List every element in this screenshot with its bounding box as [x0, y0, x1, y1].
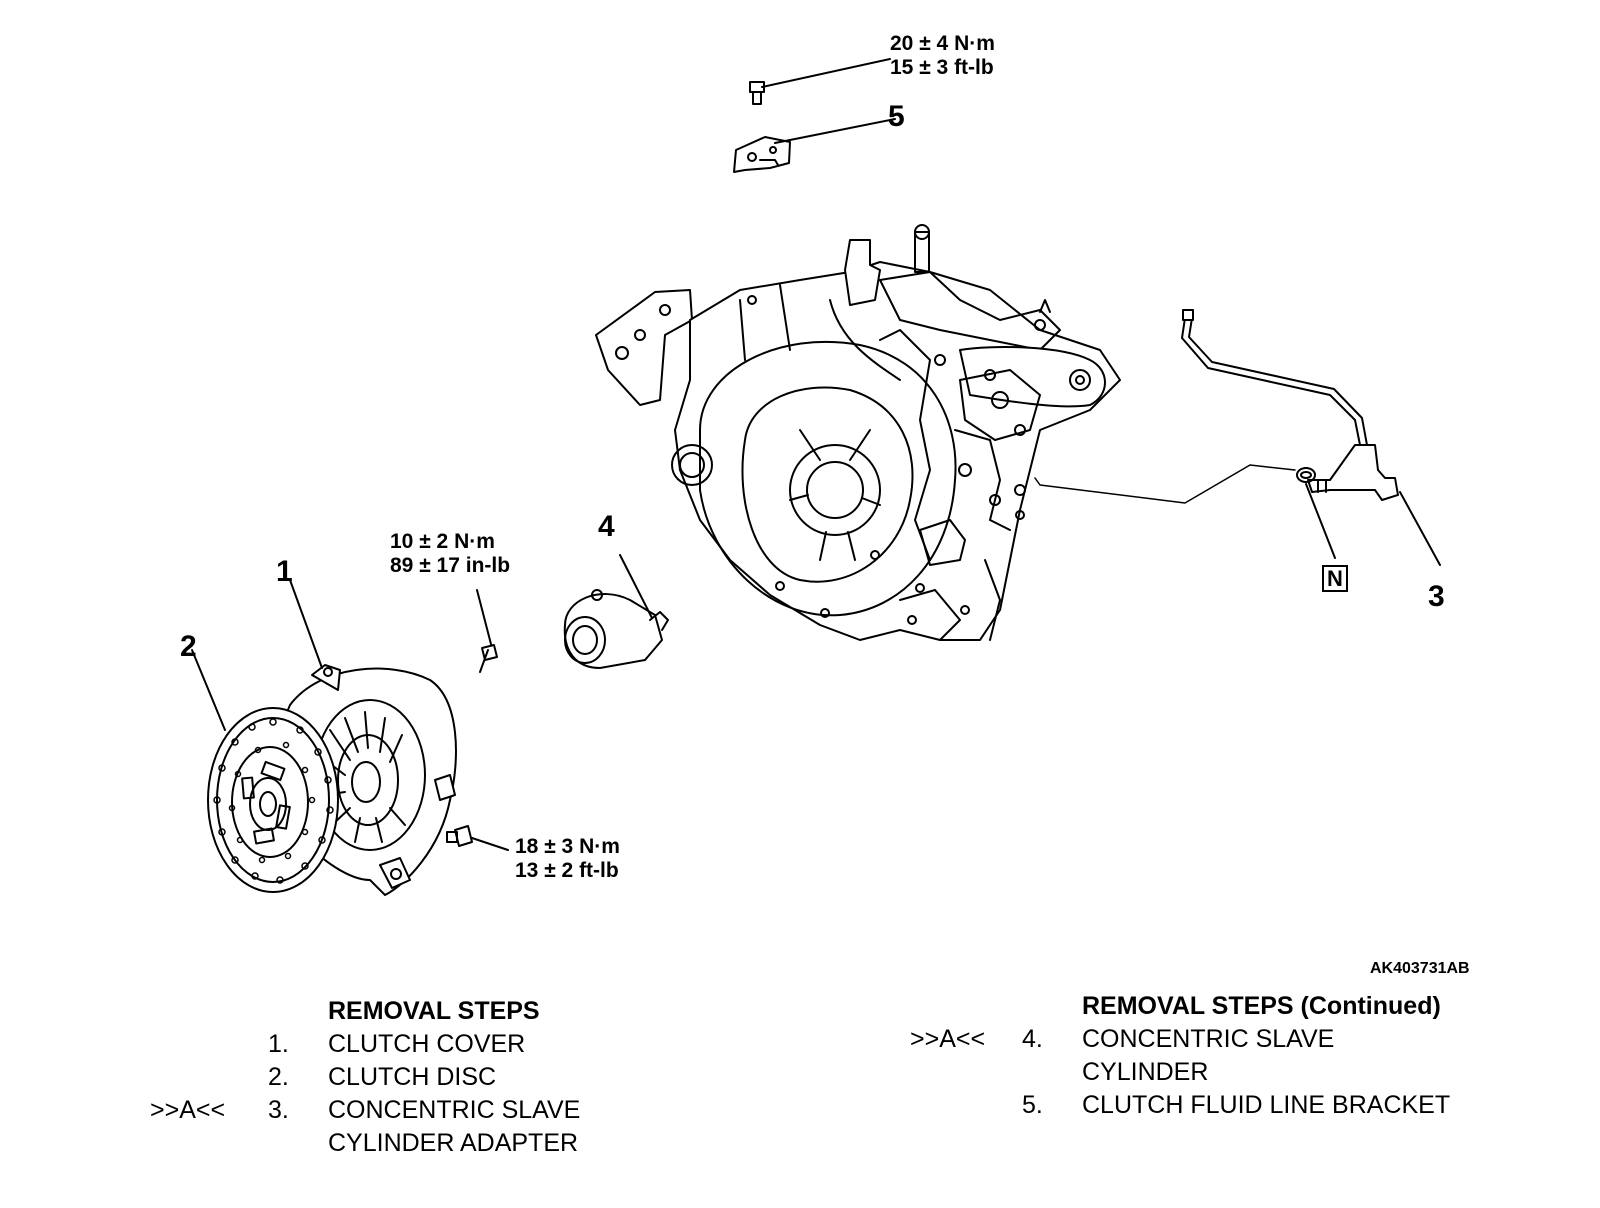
slave-bolt-drawing — [476, 589, 498, 673]
steps-left-title-row: REMOVAL STEPS — [150, 995, 670, 1028]
step-text: CONCENTRIC SLAVE — [1082, 1025, 1335, 1053]
callout-5: 5 — [888, 100, 905, 133]
step-text: CYLINDER ADAPTER — [328, 1129, 579, 1157]
step-row: >>A<< 3. CONCENTRIC SLAVE — [150, 1094, 670, 1127]
bracket-bolt-drawing — [749, 58, 891, 105]
torque-cover-bolt: 18 ± 3 N·m 13 ± 2 ft-lb — [515, 835, 620, 883]
step-mark: >>A<< — [910, 1025, 986, 1053]
step-number: 2. — [268, 1063, 289, 1091]
step-text: CYLINDER — [1082, 1058, 1209, 1086]
step-mark: >>A<< — [150, 1096, 226, 1124]
fluid-line-bracket-drawing — [733, 118, 896, 173]
step-row: CYLINDER ADAPTER — [150, 1127, 670, 1160]
step-row: 5. CLUTCH FLUID LINE BRACKET — [910, 1089, 1510, 1122]
step-row: 1. CLUTCH COVER — [150, 1028, 670, 1061]
callout-2: 2 — [180, 630, 197, 663]
torque-slave-bolt: 10 ± 2 N·m 89 ± 17 in-lb — [390, 530, 510, 578]
torque-cover-metric: 18 ± 3 N·m — [515, 835, 620, 858]
steps-right-title: REMOVAL STEPS (Continued) — [1082, 992, 1441, 1020]
transaxle-drawing — [595, 224, 1121, 641]
step-row: 2. CLUTCH DISC — [150, 1061, 670, 1094]
steps-left-title: REMOVAL STEPS — [328, 997, 540, 1025]
torque-slave-imperial: 89 ± 17 in-lb — [390, 554, 511, 577]
step-number: 5. — [1022, 1091, 1043, 1119]
step-text: CLUTCH DISC — [328, 1063, 497, 1091]
torque-bracket-metric: 20 ± 4 N·m — [890, 32, 995, 55]
torque-bracket-bolt: 20 ± 4 N·m 15 ± 3 ft-lb — [890, 32, 995, 80]
step-row: CYLINDER — [910, 1056, 1510, 1089]
step-number: 3. — [268, 1096, 289, 1124]
slave-cylinder-drawing — [563, 554, 669, 669]
o-ring-drawing — [1034, 464, 1336, 559]
step-text: CLUTCH COVER — [328, 1030, 526, 1058]
callout-4: 4 — [598, 510, 615, 543]
steps-right-title-row: REMOVAL STEPS (Continued) — [910, 990, 1510, 1023]
removal-steps-left: REMOVAL STEPS 1. CLUTCH COVER 2. CLUTCH … — [150, 995, 670, 1160]
step-number: 1. — [268, 1030, 289, 1058]
callout-1: 1 — [276, 555, 293, 588]
cover-bolt-drawing — [446, 825, 509, 851]
torque-cover-imperial: 13 ± 2 ft-lb — [515, 859, 619, 882]
step-row: >>A<< 4. CONCENTRIC SLAVE — [910, 1023, 1510, 1056]
torque-bracket-imperial: 15 ± 3 ft-lb — [890, 56, 994, 79]
clutch-disc-drawing — [191, 649, 339, 893]
figure-code: AK403731AB — [1370, 960, 1470, 977]
removal-steps-right: REMOVAL STEPS (Continued) >>A<< 4. CONCE… — [910, 990, 1510, 1122]
step-text: CONCENTRIC SLAVE — [328, 1096, 581, 1124]
step-number: 4. — [1022, 1025, 1043, 1053]
step-text: CLUTCH FLUID LINE BRACKET — [1082, 1091, 1451, 1119]
callout-3: 3 — [1428, 580, 1445, 613]
fluid-line-drawing — [1181, 309, 1441, 566]
torque-slave-metric: 10 ± 2 N·m — [390, 530, 495, 553]
n-symbol: N — [1322, 565, 1348, 592]
